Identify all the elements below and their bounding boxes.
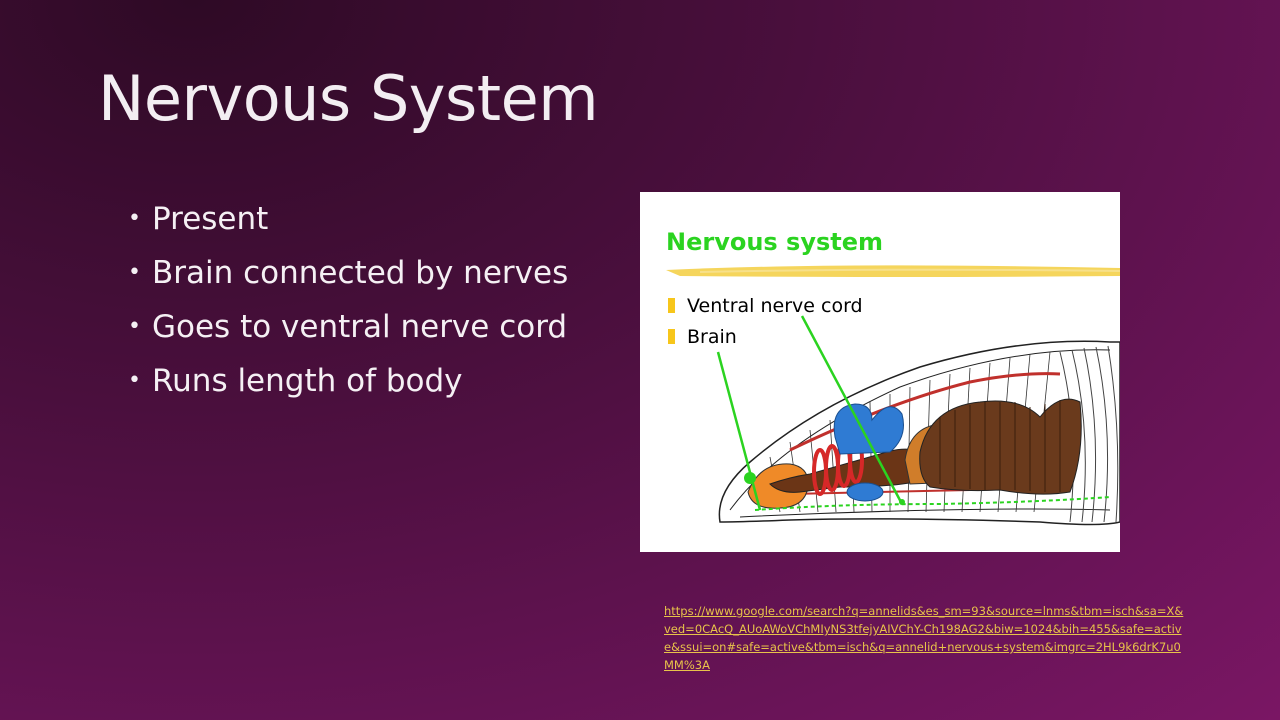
bullet-text: Present [152, 201, 269, 237]
bullet-dot: • [128, 368, 141, 393]
bullet-item: • Present [128, 192, 568, 246]
diagram-item-label: Brain [687, 326, 737, 348]
diagram-title: Nervous system [666, 228, 884, 256]
bullet-text: Brain connected by nerves [152, 255, 569, 291]
image-source-link[interactable]: https://www.google.com/search?q=annelids… [664, 604, 1184, 672]
bullet-text: Goes to ventral nerve cord [152, 309, 568, 345]
bullet-dot: • [128, 314, 141, 339]
bullet-item: • Runs length of body [128, 354, 568, 408]
diagram-bullet-icon [668, 298, 675, 313]
slide-title: Nervous System [98, 62, 599, 135]
bullet-text: Runs length of body [152, 363, 463, 399]
bullet-dot: • [128, 260, 141, 285]
diagram-item: Brain [668, 326, 737, 348]
diagram-item: Ventral nerve cord [668, 295, 863, 317]
diagram-item-label: Ventral nerve cord [687, 295, 863, 317]
bullet-list: • Present • Brain connected by nerves • Goe… [128, 192, 568, 408]
earthworm-diagram: Nervous system Ventral nerve cord Brain [640, 192, 1120, 552]
bullet-item: • Brain connected by nerves [128, 246, 568, 300]
bullet-dot: • [128, 206, 141, 231]
diagram-bullet-icon [668, 329, 675, 344]
earthworm-illustration [666, 265, 1120, 526]
bullet-item: • Goes to ventral nerve cord [128, 300, 568, 354]
